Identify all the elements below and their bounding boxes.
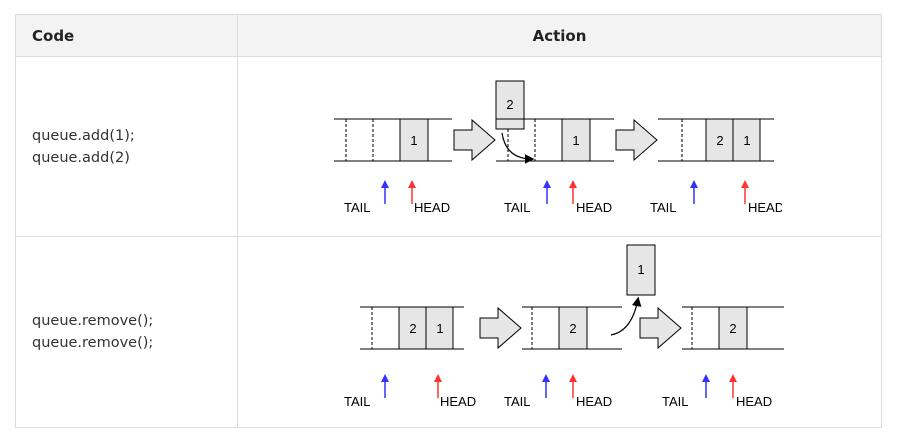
tail-label: TAIL bbox=[504, 394, 531, 409]
queue-cell-value: 1 bbox=[572, 133, 579, 148]
tail-label: TAIL bbox=[662, 394, 689, 409]
head-arrow-icon bbox=[569, 180, 577, 188]
tail-label: TAIL bbox=[650, 200, 677, 215]
tail-arrow-icon bbox=[381, 180, 389, 188]
head-arrow-icon bbox=[569, 374, 577, 382]
remove-diagram: 2 1 TAIL HEAD bbox=[332, 243, 787, 425]
queue-state-1: 1 TAIL HEAD bbox=[334, 118, 452, 215]
head-arrow-icon bbox=[434, 374, 442, 382]
add-diagram: 1 TAIL HEAD 2 bbox=[332, 57, 784, 241]
transition-arrow-icon bbox=[453, 118, 496, 162]
tail-arrow-icon bbox=[702, 374, 710, 382]
header-code: Code bbox=[16, 15, 238, 57]
head-arrow-icon bbox=[741, 180, 749, 188]
code-action-table: Code Action queue.add(1); queue.add(2) bbox=[15, 14, 882, 428]
code-cell-remove: queue.remove(); queue.remove(); bbox=[16, 237, 238, 427]
tail-arrow-icon bbox=[543, 180, 551, 188]
queue-state-2: 2 1 TAIL HEAD bbox=[495, 80, 614, 215]
code-cell-add: queue.add(1); queue.add(2) bbox=[16, 57, 238, 236]
tail-label: TAIL bbox=[344, 200, 371, 215]
head-arrow-icon bbox=[729, 374, 737, 382]
head-arrow-icon bbox=[408, 180, 416, 188]
tail-arrow-icon bbox=[690, 180, 698, 188]
queue-state-3: 2 1 TAIL HEAD bbox=[650, 118, 784, 215]
queue-cell-value: 1 bbox=[743, 133, 750, 148]
incoming-element: 2 bbox=[506, 97, 513, 112]
transition-arrow-icon bbox=[479, 306, 522, 350]
queue-cell-value: 2 bbox=[569, 321, 576, 336]
head-label: HEAD bbox=[736, 394, 772, 409]
code-line: queue.remove(); bbox=[32, 313, 154, 329]
queue-cell-value: 2 bbox=[716, 133, 723, 148]
outgoing-element: 1 bbox=[637, 262, 644, 277]
tail-arrow-icon bbox=[542, 374, 550, 382]
code-line: queue.add(2) bbox=[32, 149, 130, 166]
queue-state-3: 2 TAIL HEAD bbox=[662, 306, 784, 409]
tail-arrow-icon bbox=[381, 374, 389, 382]
head-label: HEAD bbox=[748, 200, 782, 215]
queue-cell-value: 2 bbox=[729, 321, 736, 336]
head-label: HEAD bbox=[576, 200, 612, 215]
code-line: queue.remove(); bbox=[32, 335, 154, 351]
transition-arrow-icon bbox=[615, 118, 658, 162]
code-line: queue.add(1); bbox=[32, 127, 135, 144]
transition-arrow-icon bbox=[639, 306, 682, 350]
tail-label: TAIL bbox=[344, 394, 371, 409]
queue-state-1: 2 1 TAIL HEAD bbox=[344, 306, 476, 409]
queue-state-2: 2 1 TAIL HEAD bbox=[504, 244, 656, 409]
header-action: Action bbox=[238, 15, 881, 57]
queue-cell-value: 1 bbox=[436, 321, 443, 336]
table-row-add: queue.add(1); queue.add(2) 1 T bbox=[16, 57, 881, 237]
queue-cell-value: 1 bbox=[410, 133, 417, 148]
head-label: HEAD bbox=[414, 200, 450, 215]
tail-label: TAIL bbox=[504, 200, 531, 215]
queue-cell-value: 2 bbox=[409, 321, 416, 336]
head-label: HEAD bbox=[440, 394, 476, 409]
head-label: HEAD bbox=[576, 394, 612, 409]
table-row-remove: queue.remove(); queue.remove(); 2 bbox=[16, 237, 881, 427]
